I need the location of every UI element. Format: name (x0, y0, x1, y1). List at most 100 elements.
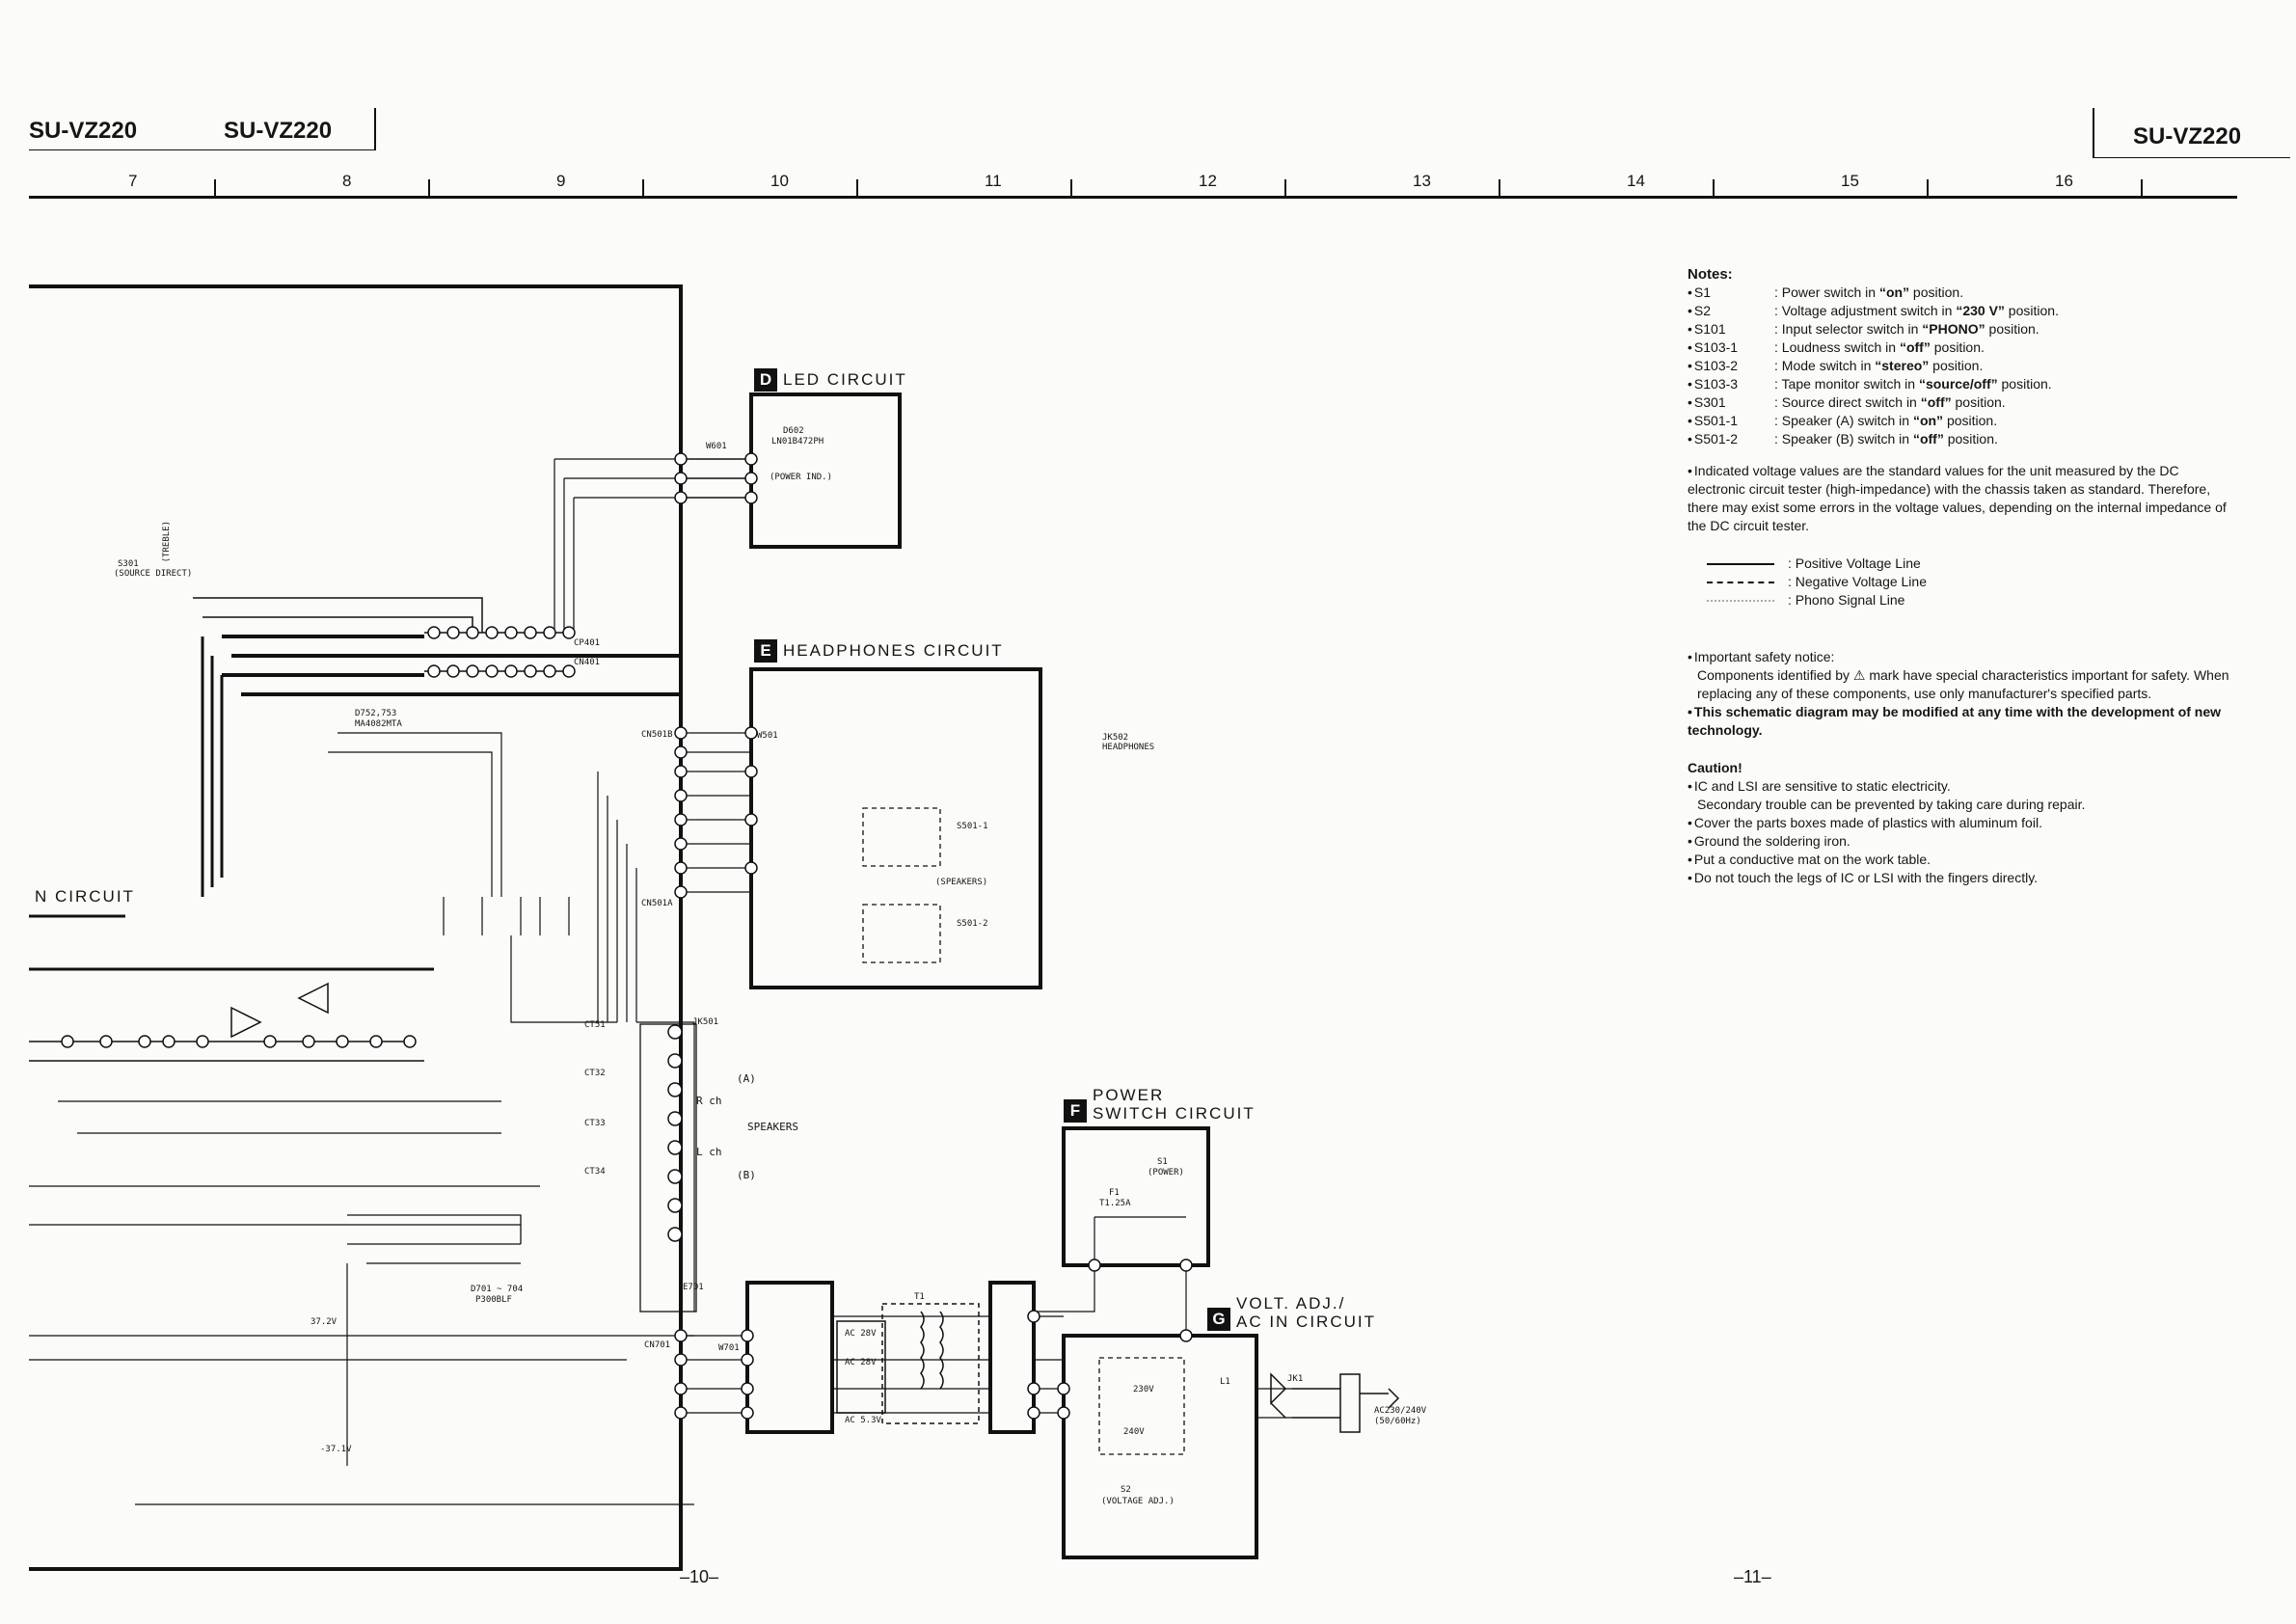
note-desc-text: Voltage adjustment switch in (1781, 303, 1957, 318)
speakers-switch-label: (SPEAKERS) (935, 878, 988, 887)
legend-line-sample (1707, 562, 1774, 565)
grid-ruler (29, 196, 2237, 199)
note-desc-position: “on” (1912, 413, 1944, 428)
cn401-label: CN401 (574, 658, 601, 667)
grid-column-13: 13 (1413, 172, 1431, 190)
ac-in-label: AC230/240V (1374, 1406, 1427, 1416)
note-desc-text: Speaker (B) switch in (1781, 431, 1913, 447)
ct751-label: CT51 (584, 1020, 606, 1030)
ct733-label: CT33 (584, 1119, 606, 1128)
power-switch-title: F POWER SWITCH CIRCUIT (1064, 1086, 1256, 1123)
note-desc-text: Input selector switch in (1781, 321, 1923, 337)
legend-label: Positive Voltage Line (1788, 555, 1921, 573)
vm37-label: -37.1V (320, 1445, 352, 1454)
b-ch-label: (B) (737, 1169, 756, 1181)
cp401-label: CP401 (574, 638, 601, 648)
source-direct-label: (SOURCE DIRECT) (114, 569, 193, 579)
volt-adj-label-1: VOLT. ADJ./ (1236, 1294, 1346, 1313)
note-desc-suffix: position. (1997, 376, 2052, 392)
jk501-label: JK501 (692, 1017, 719, 1027)
note-desc-text: Tape monitor switch in (1781, 376, 1919, 392)
w501-label: W501 (757, 731, 778, 741)
note-desc-position: “source/off” (1918, 376, 1998, 392)
voltage-adj-label: (VOLTAGE ADJ.) (1101, 1497, 1175, 1506)
note-desc-position: “stereo” (1875, 358, 1930, 373)
volt-adj-label-2: AC IN CIRCUIT (1236, 1313, 1376, 1331)
grid-tick (1070, 179, 1072, 197)
ct734-label: CT34 (584, 1167, 606, 1177)
ac-hz-label: (50/60Hz) (1374, 1417, 1421, 1426)
note-desc-text: Mode switch in (1781, 358, 1876, 373)
note-desc-suffix: position. (1929, 358, 1984, 373)
grid-tick (856, 179, 858, 197)
note-desc-suffix: position. (1943, 431, 1998, 447)
grid-column-16: 16 (2055, 172, 2073, 190)
partial-circuit-title: N CIRCUIT (35, 887, 135, 906)
note-desc-suffix: position. (1951, 394, 2006, 410)
a-ch-label: (A) (737, 1072, 756, 1085)
note-item: S501-2Speaker (B) switch in “off” positi… (1688, 430, 2237, 448)
note-item: S103-2Mode switch in “stereo” position. (1688, 357, 2237, 375)
note-desc-position: “off” (1912, 431, 1944, 447)
volt-adj-tag: G (1207, 1308, 1230, 1331)
model-label-left-1: SU-VZ220 (29, 118, 138, 144)
v230-label: 230V (1133, 1385, 1154, 1394)
grid-tick (428, 179, 430, 197)
note-switch: S301 (1688, 393, 1774, 412)
note-desc-position: “off” (1899, 339, 1931, 355)
cn501b-label: CN501B (641, 730, 673, 740)
note-item: S501-1Speaker (A) switch in “on” positio… (1688, 412, 2237, 430)
notes-panel: Notes: S1Power switch in “on” position.S… (1688, 265, 2237, 887)
legend-line-sample (1707, 581, 1774, 583)
d701-part: P300BLF (475, 1295, 512, 1305)
transformer-left-box (745, 1281, 834, 1434)
notes-list: S1Power switch in “on” position.S2Voltag… (1688, 284, 2237, 448)
note-item: S101Input selector switch in “PHONO” pos… (1688, 320, 2237, 338)
grid-column-11: 11 (985, 172, 1002, 190)
header-underline-left (29, 149, 376, 150)
grid-tick (1284, 179, 1286, 197)
caution-item: Do not touch the legs of IC or LSI with … (1688, 869, 2237, 887)
w601-label: W601 (706, 442, 727, 451)
s501-2-label: S501-2 (957, 919, 988, 929)
speakers-label: SPEAKERS (747, 1121, 798, 1133)
headphones-circuit-tag: E (754, 639, 777, 663)
ac28v-label-1: AC 28V (845, 1329, 877, 1339)
cn501a-label: CN501A (641, 899, 673, 908)
transformer-right-box (988, 1281, 1036, 1434)
grid-column-8: 8 (342, 172, 352, 190)
led-circuit-box (749, 392, 902, 549)
note-desc-text: Source direct switch in (1781, 394, 1921, 410)
note-switch: S103-3 (1688, 375, 1774, 393)
note-desc: Source direct switch in “off” position. (1774, 393, 2237, 412)
note-item: S103-1Loudness switch in “off” position. (1688, 338, 2237, 357)
main-block-border (29, 284, 683, 1571)
legend-label: Negative Voltage Line (1788, 573, 1927, 591)
transformer-core (881, 1303, 980, 1424)
power-ind-label: (POWER IND.) (770, 473, 833, 482)
model-label-right: SU-VZ220 (2133, 123, 2242, 149)
modify-note: This schematic diagram may be modified a… (1688, 703, 2237, 740)
note-item: S2Voltage adjustment switch in “230 V” p… (1688, 302, 2237, 320)
headphones-label: HEADPHONES (1102, 743, 1155, 752)
note-desc-suffix: position. (1943, 413, 1998, 428)
grid-column-9: 9 (556, 172, 566, 190)
grid-tick (2141, 179, 2143, 197)
caution-item: Cover the parts boxes made of plastics w… (1688, 814, 2237, 832)
note-switch: S2 (1688, 302, 1774, 320)
grid-column-15: 15 (1841, 172, 1859, 190)
d701-label: D701 ~ 704 (471, 1285, 524, 1294)
caution-item: Put a conductive mat on the work table. (1688, 851, 2237, 869)
w701-label: W701 (718, 1343, 740, 1353)
note-item: S301Source direct switch in “off” positi… (1688, 393, 2237, 412)
ac53v-label: AC 5.3V (845, 1416, 881, 1425)
d752-label: D752,753 (355, 709, 397, 718)
note-desc-suffix: position. (1985, 321, 2039, 337)
note-desc: Voltage adjustment switch in “230 V” pos… (1774, 302, 2237, 320)
caution-item: Secondary trouble can be prevented by ta… (1697, 797, 2086, 812)
f1-label: F1 (1109, 1188, 1120, 1198)
grid-column-7: 7 (128, 172, 138, 190)
header-underline-right (2093, 157, 2290, 158)
